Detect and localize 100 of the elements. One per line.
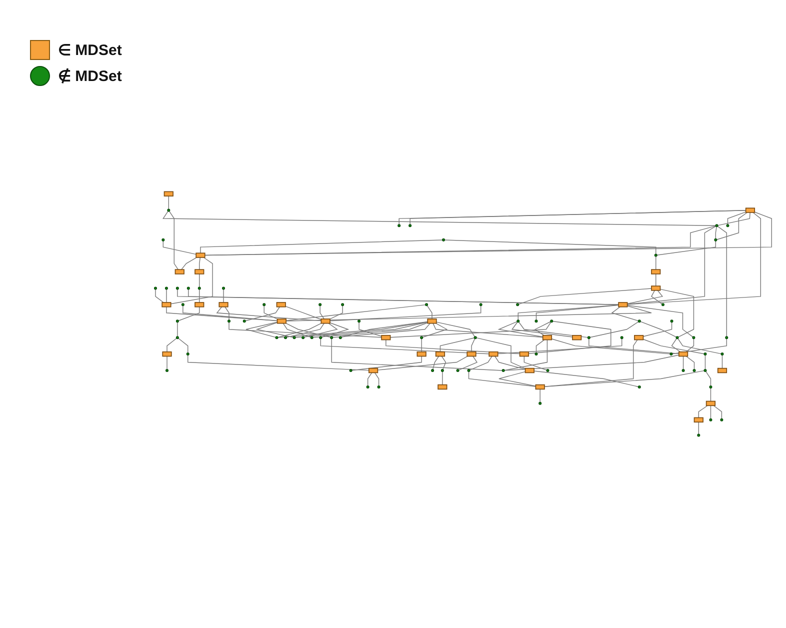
- connector: [497, 338, 622, 354]
- connector: [504, 339, 548, 371]
- node-box: [651, 269, 661, 274]
- node-box: [174, 269, 184, 274]
- node-circle: [349, 369, 352, 372]
- connector: [386, 339, 520, 354]
- connector: [511, 322, 573, 338]
- node-circle: [186, 286, 190, 290]
- node-circle: [534, 320, 538, 323]
- node-box: [678, 351, 688, 357]
- node-circle: [587, 336, 590, 340]
- connector: [228, 322, 382, 338]
- node-circle: [697, 434, 700, 437]
- node-circle: [714, 238, 718, 242]
- node-box: [435, 351, 446, 357]
- node-circle: [682, 369, 685, 372]
- node-box: [368, 368, 378, 374]
- node-box: [717, 368, 728, 374]
- node-circle: [198, 286, 201, 290]
- node-circle: [292, 336, 296, 340]
- node-circle: [516, 303, 520, 306]
- connector: [282, 322, 312, 338]
- connector: [626, 304, 694, 338]
- node-circle: [338, 336, 342, 340]
- node-circle: [222, 286, 226, 290]
- connector: [432, 322, 544, 338]
- node-circle: [420, 336, 424, 340]
- node-box: [162, 351, 172, 357]
- connector: [162, 210, 716, 226]
- connector: [626, 226, 716, 305]
- connector: [544, 339, 638, 387]
- node-box: [634, 334, 644, 340]
- connector: [286, 306, 652, 322]
- connector: [727, 212, 746, 225]
- node-box: [276, 318, 286, 324]
- connector: [471, 338, 476, 352]
- connector: [331, 338, 503, 371]
- connector: [660, 288, 694, 338]
- connector: [264, 305, 278, 320]
- connector: [640, 321, 677, 338]
- node-circle: [162, 238, 165, 242]
- connector: [178, 338, 188, 354]
- connector: [166, 356, 168, 370]
- node-box: [194, 269, 204, 274]
- connector: [686, 338, 694, 352]
- node-box: [162, 302, 172, 308]
- connector: [524, 356, 548, 370]
- node-box: [164, 191, 174, 196]
- node-circle: [284, 336, 288, 340]
- node-circle: [176, 320, 179, 323]
- connector: [155, 288, 164, 303]
- connector: [656, 240, 716, 256]
- node-circle: [318, 303, 322, 306]
- node-box: [535, 384, 545, 390]
- connector: [199, 274, 200, 288]
- connector: [188, 354, 370, 371]
- node-box: [694, 417, 704, 422]
- connector: [705, 371, 712, 386]
- connector: [590, 321, 639, 338]
- connector: [320, 305, 324, 320]
- connector: [182, 305, 278, 322]
- node-circle: [302, 336, 305, 340]
- node-box: [745, 208, 756, 213]
- node-box: [618, 302, 628, 308]
- connector: [312, 322, 428, 338]
- connector: [285, 306, 322, 320]
- connector: [216, 306, 322, 322]
- node-circle: [408, 224, 412, 228]
- node-box: [381, 334, 391, 340]
- node-circle: [164, 286, 168, 290]
- node-box: [416, 351, 426, 357]
- connector: [304, 322, 338, 338]
- connector: [367, 372, 372, 386]
- connector: [642, 322, 672, 337]
- node-circle: [720, 418, 724, 422]
- node-circle: [692, 336, 696, 340]
- node-circle: [377, 385, 380, 388]
- connector: [717, 212, 750, 226]
- connector: [442, 371, 443, 386]
- node-box: [196, 252, 206, 258]
- connector: [436, 322, 476, 338]
- node-box: [466, 351, 476, 357]
- node-circle: [154, 286, 157, 290]
- connector: [494, 356, 526, 370]
- node-box: [218, 302, 228, 308]
- node-circle: [692, 369, 696, 372]
- node-circle: [425, 303, 428, 306]
- node-circle: [534, 352, 538, 356]
- connector: [286, 322, 331, 338]
- node-circle: [670, 320, 674, 323]
- node-circle: [456, 369, 460, 372]
- connector: [204, 226, 716, 256]
- node-circle: [715, 224, 718, 228]
- connector: [286, 304, 426, 321]
- node-circle: [262, 303, 266, 306]
- node-circle: [474, 336, 477, 340]
- node-circle: [654, 254, 658, 257]
- node-box: [706, 400, 716, 406]
- node-box: [320, 318, 330, 324]
- node-circle: [709, 418, 712, 422]
